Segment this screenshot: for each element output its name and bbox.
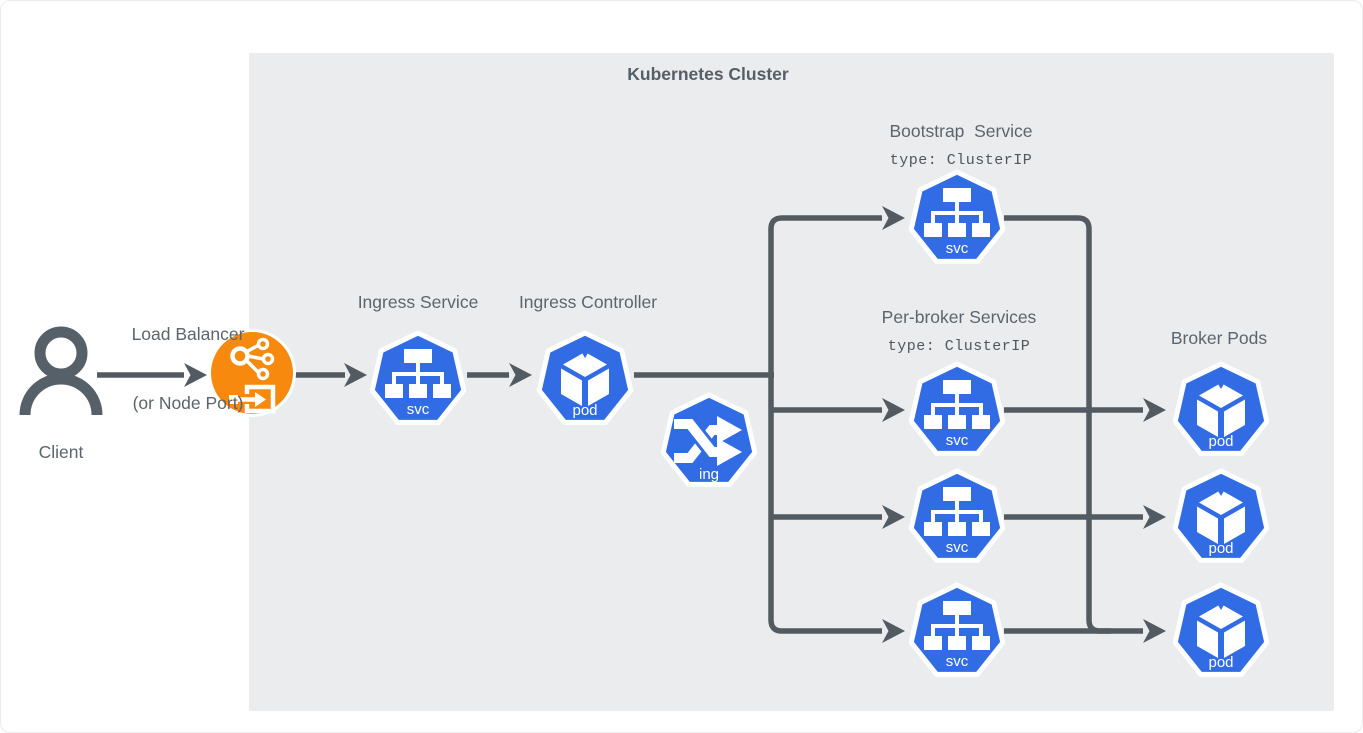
broker-pod-node-2: pod (1172, 468, 1270, 563)
pod-cube-icon (561, 349, 609, 406)
pod-badge: pod (1208, 654, 1233, 671)
load-balancer-node (208, 329, 296, 417)
pod-cube-icon (1197, 601, 1245, 658)
svc-badge: svc (946, 240, 969, 257)
import-arrow-icon (229, 384, 276, 414)
load-balancer-label: Load Balancer (or Node Port) (131, 324, 245, 413)
bootstrap-service-label: Bootstrap Service (889, 121, 1033, 141)
ingress-service-node: svc (369, 330, 467, 425)
bootstrap-service-node: svc (908, 169, 1006, 264)
client-label: Client (38, 442, 84, 462)
person-icon (19, 326, 103, 416)
svc-badge: svc (946, 653, 969, 670)
ingress-resource-node: ing (660, 392, 758, 487)
service-tree-icon (924, 487, 990, 536)
service-tree-icon (924, 380, 990, 429)
broker-pod-node-3: pod (1172, 582, 1270, 677)
broker-pod-node-1: pod (1172, 361, 1270, 456)
cluster-title: Kubernetes Cluster (627, 64, 789, 84)
svc-badge: svc (407, 401, 430, 418)
broker-pods-label: Broker Pods (1170, 328, 1268, 348)
per-broker-service-node-2: svc (908, 468, 1006, 563)
service-tree-icon (385, 349, 451, 398)
pod-badge: pod (572, 402, 597, 419)
svc-badge: svc (946, 432, 969, 449)
pod-cube-icon (1197, 380, 1245, 437)
per-broker-service-node-3: svc (908, 582, 1006, 677)
shuffle-arrows-icon (674, 416, 742, 466)
ingress-controller-node: pod (536, 330, 634, 425)
svc-badge: svc (946, 539, 969, 556)
bootstrap-service-type: type: ClusterIP (889, 152, 1033, 169)
per-broker-services-type: type: ClusterIP (887, 338, 1031, 355)
per-broker-services-label: Per-broker Services (881, 307, 1037, 327)
service-tree-icon (924, 601, 990, 650)
ingress-service-label: Ingress Service (357, 292, 479, 312)
per-broker-service-node-1: svc (908, 361, 1006, 456)
pod-cube-icon (1197, 487, 1245, 544)
network-share-icon (230, 337, 275, 381)
pod-badge: pod (1208, 433, 1233, 450)
service-tree-icon (924, 188, 990, 237)
ing-badge: ing (699, 466, 719, 483)
pod-badge: pod (1208, 540, 1233, 557)
ingress-controller-label: Ingress Controller (518, 292, 658, 312)
